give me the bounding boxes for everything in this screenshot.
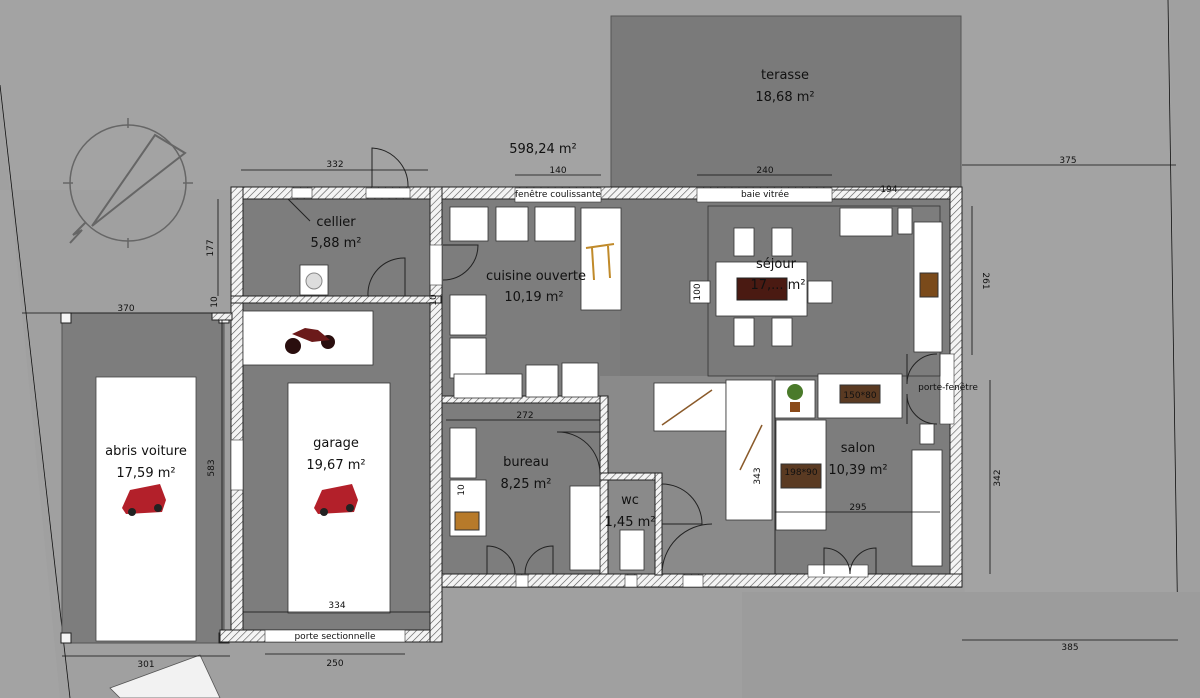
garage-name: garage (313, 436, 359, 451)
dining-table (736, 277, 788, 301)
window-porte-fenetre (939, 353, 955, 425)
dim-194: 194 (880, 185, 897, 195)
wc-area: 1,45 m² (605, 515, 656, 530)
window-cellier-2 (365, 187, 411, 199)
bureau-name: bureau (503, 455, 549, 470)
dimension-lines (22, 164, 1178, 657)
wc-name: wc (621, 493, 639, 508)
window-front-4 (807, 564, 869, 578)
abris-name: abris voiture (105, 444, 187, 459)
sofa-icon (839, 384, 881, 404)
dim-140: 140 (549, 166, 566, 176)
sofa-label: 198*90 (784, 468, 817, 478)
porte-sect-label: porte sectionnelle (294, 632, 376, 642)
window-fenetre (514, 187, 602, 203)
window-front-2 (624, 574, 638, 588)
baie-label: baie vitrée (741, 189, 790, 200)
sejour-name: séjour (756, 257, 797, 272)
bureau-area: 8,25 m² (501, 477, 552, 492)
porte-fenetre-label: porte-fenêtre (918, 382, 978, 393)
dim-10c: 10 (457, 484, 467, 496)
dim-240: 240 (756, 166, 773, 176)
bar-stools (585, 243, 615, 281)
car-icon-garage (314, 484, 358, 516)
cabinet (919, 272, 939, 298)
dim-295: 295 (849, 503, 866, 513)
cellier-name: cellier (316, 215, 356, 230)
post (60, 632, 72, 644)
window-garage-side (230, 439, 244, 491)
sejour-area: 17,... m² (750, 278, 805, 293)
salon-name: salon (841, 441, 876, 456)
desk (454, 511, 480, 531)
cuisine-name: cuisine ouverte (486, 269, 586, 284)
salon-area: 10,39 m² (828, 463, 887, 478)
window-front-3 (682, 574, 704, 588)
garage-area: 19,67 m² (306, 458, 365, 473)
dim-342: 342 (993, 469, 1003, 486)
cuisine-area: 10,19 m² (504, 290, 563, 305)
dim-250: 250 (326, 659, 343, 669)
dim-375: 375 (1059, 156, 1076, 166)
window-baie (696, 187, 833, 203)
dim-385: 385 (1061, 643, 1078, 653)
window-front-1 (515, 574, 529, 588)
door-swings (287, 147, 938, 575)
motorbike-icon (285, 328, 335, 354)
cellier-area: 5,88 m² (311, 236, 362, 251)
dim-343: 343 (753, 467, 763, 484)
driveway (109, 654, 221, 698)
dim-10b: 10 (429, 294, 439, 306)
staircase-icon (661, 389, 763, 471)
terasse-area: 18,68 m² (755, 90, 814, 105)
car-icon-abris (122, 484, 166, 516)
dim-334: 334 (328, 601, 345, 611)
neighbour-lot (742, 592, 1200, 698)
garage-door[interactable] (264, 629, 406, 643)
dim-301: 301 (137, 660, 154, 670)
dim-100: 100 (693, 283, 703, 300)
dim-370: 370 (117, 304, 134, 314)
post (60, 312, 72, 324)
fenetre-label: fenêtre coulissante (515, 189, 602, 200)
window-kitchen-side (429, 244, 443, 286)
dim-177: 177 (206, 239, 216, 256)
plant-icon (787, 384, 803, 412)
dim-332: 332 (326, 160, 343, 170)
dim-10a: 10 (210, 296, 220, 308)
sofa-2-icon (780, 463, 822, 489)
window-cellier (291, 187, 313, 199)
dim-261: 261 (980, 272, 990, 289)
compass-icon (63, 118, 193, 248)
terasse-name: terasse (761, 68, 809, 83)
dim-272: 272 (516, 411, 533, 421)
abris-area: 17,59 m² (116, 466, 175, 481)
dim-583: 583 (207, 459, 217, 476)
total-area: 598,24 m² (509, 142, 577, 157)
table-label: 150*80 (843, 391, 876, 401)
